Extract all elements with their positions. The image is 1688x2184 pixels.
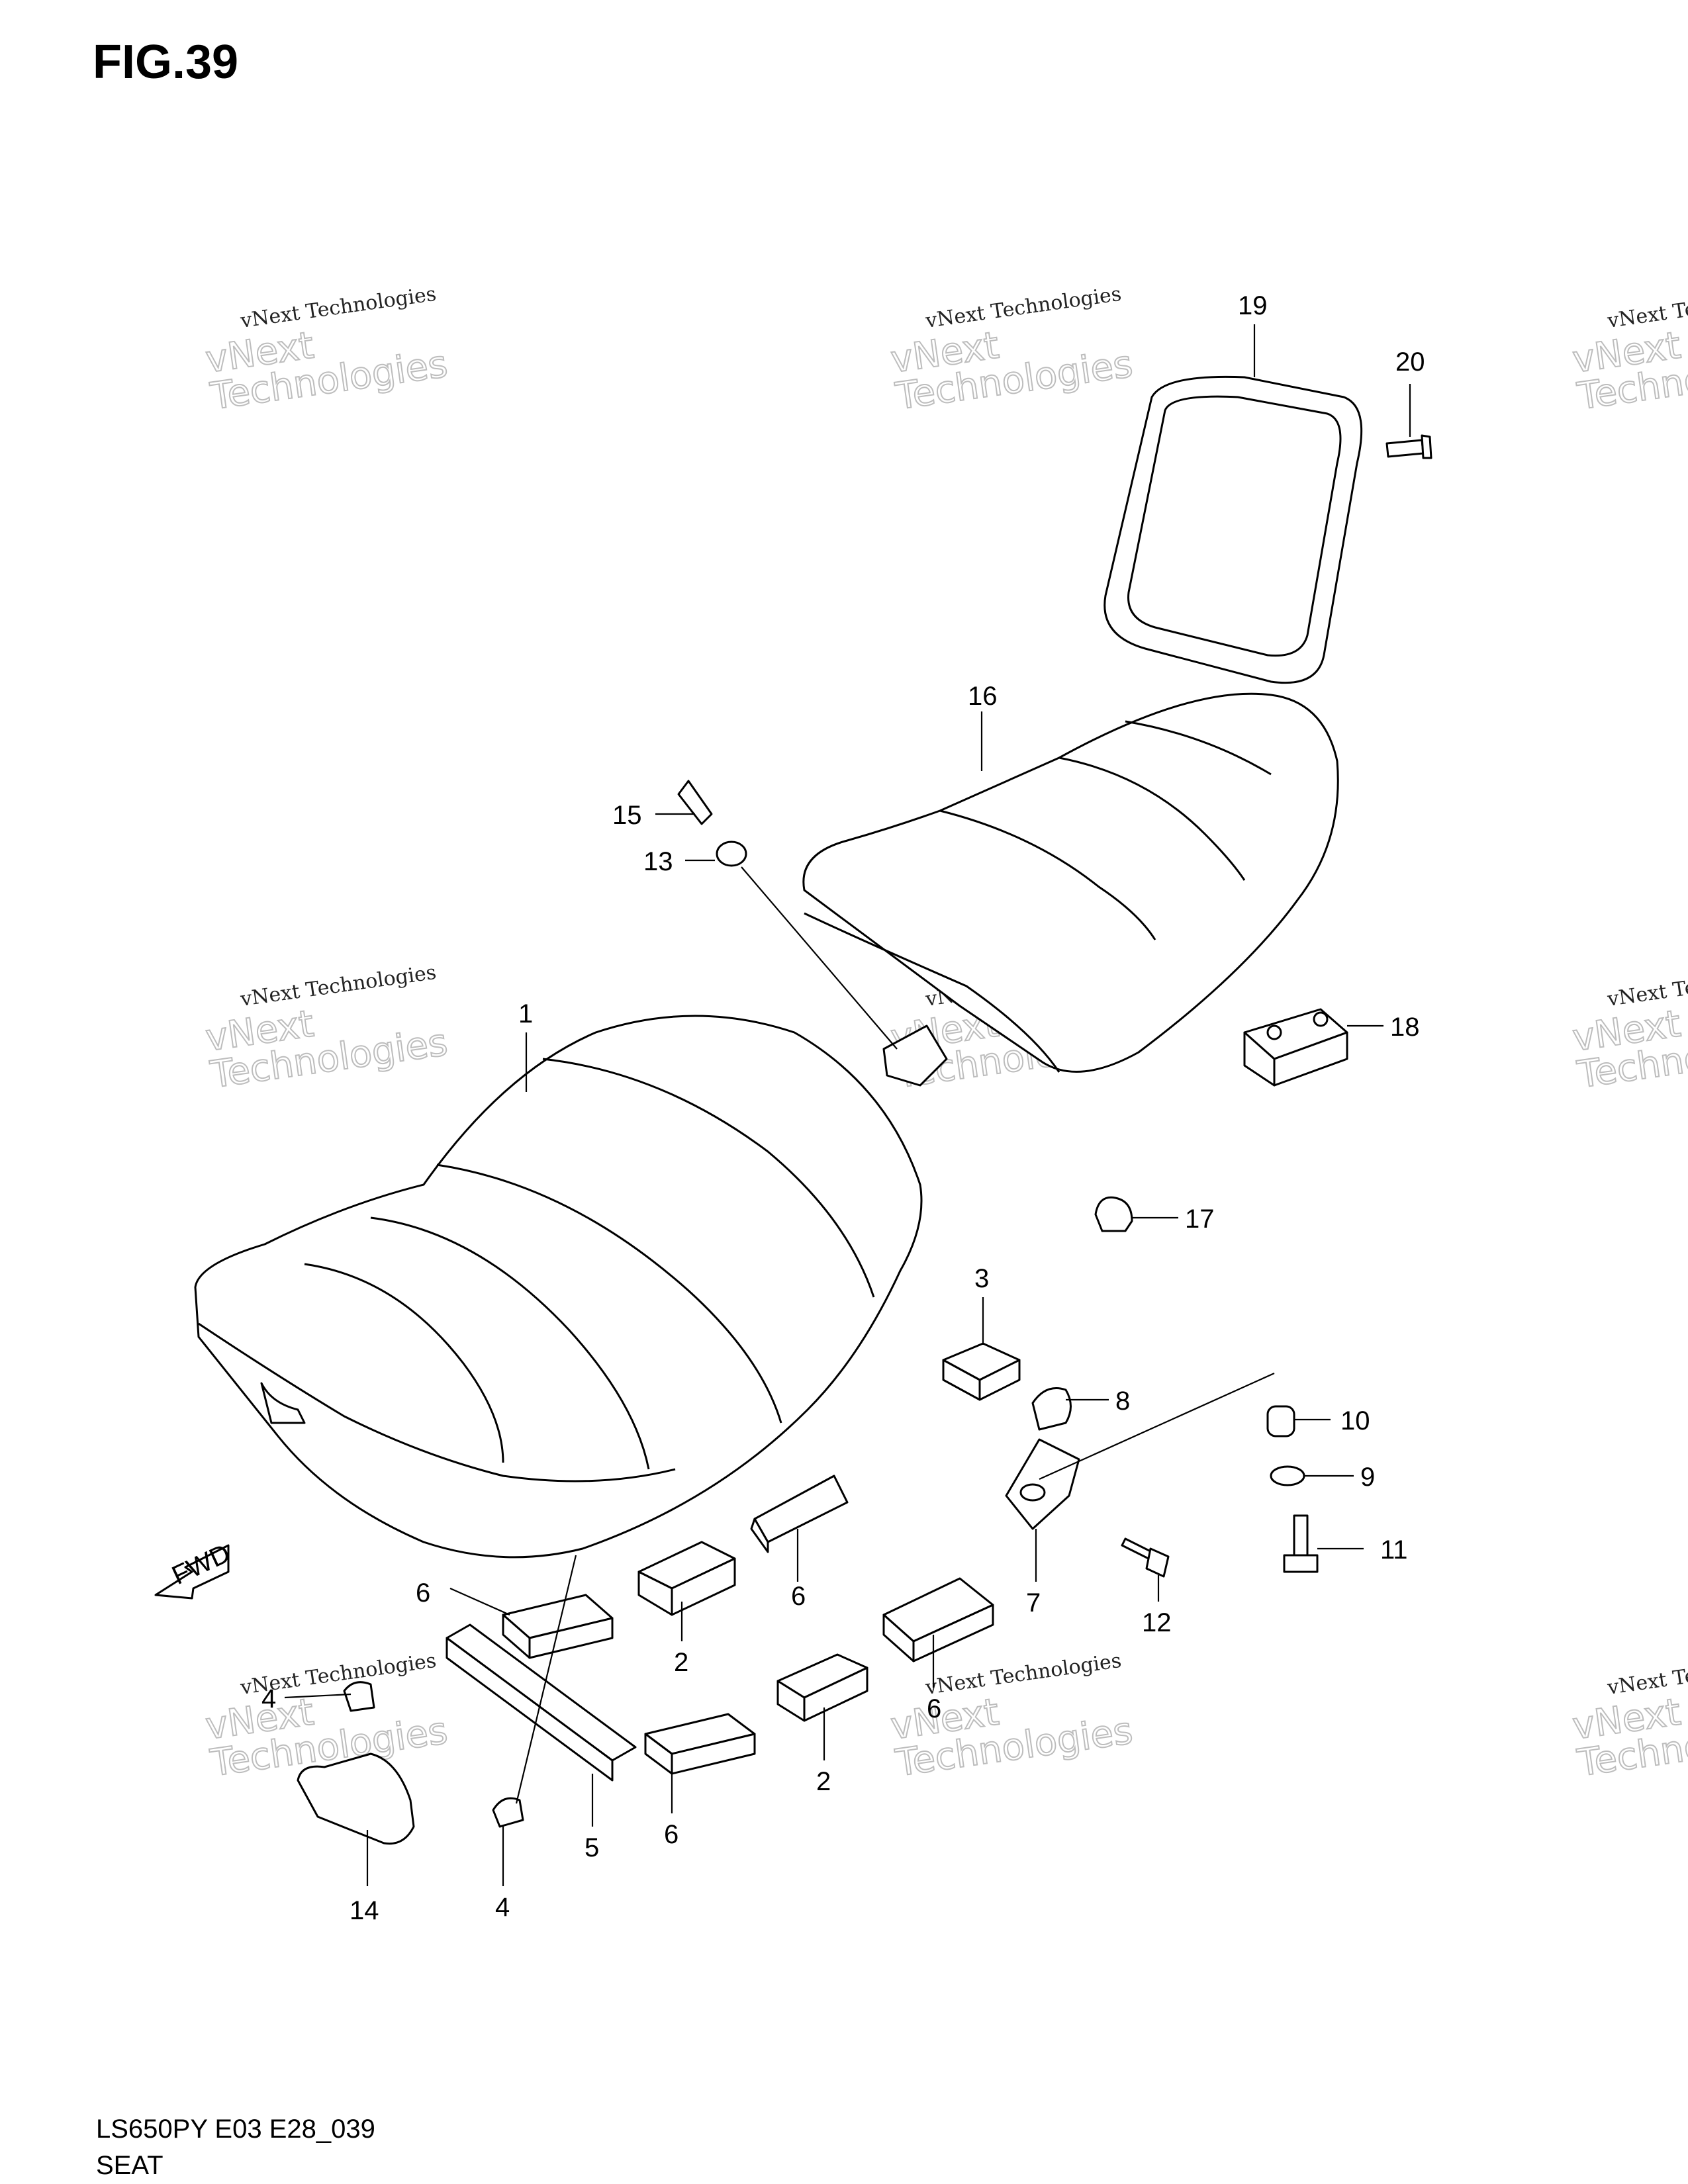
pad-6-d bbox=[882, 1577, 994, 1662]
watermark: vNext Technologies vNextTechnologies bbox=[888, 1649, 1136, 1786]
callout-5: 5 bbox=[585, 1833, 599, 1862]
bolt-15 bbox=[677, 780, 713, 825]
bracket-7 bbox=[1005, 1438, 1080, 1530]
watermark: vNext Technologies vNextTechnologies bbox=[1570, 283, 1688, 419]
watermark: vNext Technologies vNextTechnologies bbox=[1570, 1649, 1688, 1786]
watermark-text: vNext Technologies bbox=[923, 1649, 1123, 1700]
watermark: vNext Technologies vNextTechnologies bbox=[1570, 961, 1688, 1097]
bolt-12 bbox=[1121, 1537, 1170, 1578]
callout-10: 10 bbox=[1340, 1406, 1370, 1435]
rubber-block-18 bbox=[1243, 1008, 1348, 1087]
callout-8: 8 bbox=[1115, 1387, 1130, 1416]
callout-15: 15 bbox=[612, 801, 642, 830]
grommet-13 bbox=[716, 841, 747, 867]
callout-6-a: 6 bbox=[416, 1578, 430, 1608]
backrest-part bbox=[1103, 375, 1363, 684]
nut-8 bbox=[1031, 1387, 1072, 1431]
callout-2-a: 2 bbox=[674, 1648, 688, 1677]
pad-6-a bbox=[502, 1594, 614, 1659]
watermark-text: vNext Technologies bbox=[238, 961, 438, 1011]
nut-17 bbox=[1094, 1196, 1133, 1232]
watermark-outline: vNextTechnologies bbox=[888, 1672, 1135, 1785]
model-code: LS650PY E03 E28_039 bbox=[96, 2115, 375, 2144]
fwd-arrow-icon: FWD bbox=[154, 1539, 234, 1600]
bracket-14 bbox=[297, 1752, 415, 1845]
callout-19: 19 bbox=[1238, 291, 1268, 320]
washer-9 bbox=[1270, 1465, 1305, 1486]
leader-lines bbox=[284, 324, 1411, 1886]
figure-title: FIG.39 bbox=[93, 36, 238, 89]
callout-6-d: 6 bbox=[927, 1694, 941, 1723]
clip-3 bbox=[942, 1342, 1021, 1401]
collar-10 bbox=[1266, 1405, 1295, 1437]
callout-1: 1 bbox=[518, 999, 533, 1028]
callout-11: 11 bbox=[1380, 1535, 1408, 1565]
watermark-text: vNext Technologies bbox=[923, 283, 1123, 333]
watermark-outline: vNextTechnologies bbox=[203, 306, 450, 418]
callout-labels: 19 20 16 15 13 1 18 17 3 8 10 9 11 12 7 … bbox=[261, 291, 1425, 1925]
watermark-text: vNext Technologies bbox=[238, 283, 438, 333]
callout-2-b: 2 bbox=[816, 1767, 831, 1796]
callout-20: 20 bbox=[1395, 347, 1425, 377]
rear-seat-part bbox=[802, 692, 1339, 1087]
callout-18: 18 bbox=[1390, 1013, 1420, 1042]
watermark: vNext Technologies vNextTechnologies bbox=[888, 283, 1136, 419]
callout-12: 12 bbox=[1142, 1608, 1172, 1637]
bolt-11 bbox=[1283, 1514, 1319, 1573]
callout-4-b: 4 bbox=[495, 1893, 510, 1922]
watermarks: vNext Technologies vNextTechnologies vNe… bbox=[203, 283, 1688, 1786]
damper-2-upper bbox=[637, 1541, 736, 1616]
damper-2-lower bbox=[776, 1653, 868, 1722]
callout-7: 7 bbox=[1026, 1588, 1041, 1617]
watermark: vNext Technologies vNextTechnologies bbox=[203, 961, 451, 1097]
callout-3: 3 bbox=[974, 1264, 989, 1293]
callout-17: 17 bbox=[1185, 1205, 1215, 1234]
watermark-outline: vNextTechnologies bbox=[203, 984, 450, 1097]
callout-6-c: 6 bbox=[664, 1820, 679, 1849]
callout-4-a: 4 bbox=[261, 1684, 276, 1713]
callout-13: 13 bbox=[643, 847, 673, 876]
watermark: vNext Technologies vNextTechnologies bbox=[203, 1649, 451, 1786]
watermark-outline: vNextTechnologies bbox=[888, 306, 1135, 418]
clip-4-lower bbox=[492, 1797, 524, 1828]
pad-6-c bbox=[644, 1713, 756, 1775]
callout-16: 16 bbox=[968, 682, 998, 711]
pad-6-b bbox=[750, 1475, 849, 1553]
watermark: vNext Technologies vNextTechnologies bbox=[203, 283, 451, 419]
watermark-outline: vNextTechnologies bbox=[1570, 984, 1688, 1097]
clip-4-left bbox=[343, 1681, 375, 1712]
front-seat-part bbox=[194, 1015, 923, 1559]
callout-14: 14 bbox=[350, 1896, 379, 1925]
callout-9: 9 bbox=[1360, 1463, 1375, 1492]
pad-5 bbox=[445, 1623, 637, 1782]
callout-6-b: 6 bbox=[791, 1582, 806, 1611]
section-name: SEAT bbox=[96, 2151, 164, 2180]
screw-part bbox=[1385, 434, 1432, 459]
